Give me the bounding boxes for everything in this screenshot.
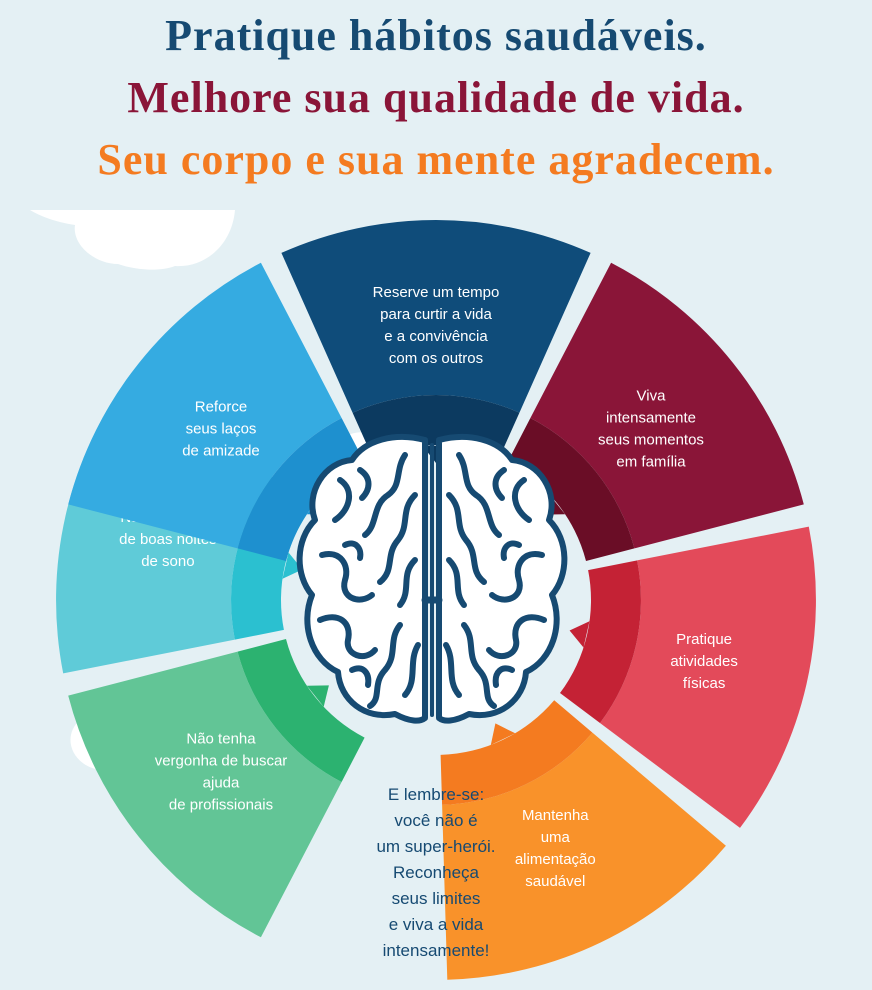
segment-label-line: físicas [683,675,726,692]
segment-outer-panel [442,732,726,980]
segment-pointer [569,621,590,648]
segment-label-line: uma [541,829,571,846]
segment-label-line: e a convivência [384,328,488,345]
segment-label-line: Viva [637,388,667,405]
brain-icon [296,434,568,724]
segment-label-line: seus momentos [598,432,704,449]
reminder-line: seus limites [392,889,481,908]
segment-label: Pratique atividades físicas [670,631,738,692]
segment-label-line: Reforce [195,399,248,416]
segment-label: Reserve um tempo para curtir a vida e a co… [373,284,500,367]
reminder-message: E lembre-se: você não é um super-herói. Rec… [376,785,495,960]
segment-label-line: saudável [525,873,585,890]
reminder-line: intensamente! [383,941,490,960]
segment-label-line: intensamente [606,410,696,427]
segment-label-line: em família [616,454,686,471]
reminder-line: E lembre-se: [388,785,484,804]
headline-1: Pratique hábitos saudáveis. [165,11,707,60]
segment-exercise: Pratique atividades físicas [560,526,816,828]
segment-nutrition: Mantenha uma alimentação saudável [440,700,726,980]
reminder-line: e viva a vida [389,915,484,934]
segment-label: Mantenha uma alimentação saudável [515,807,596,890]
segment-outer-panel [281,220,591,413]
segment-inner-band [507,418,635,561]
segment-label-line: Pratique [676,631,732,648]
segment-label-line: atividades [670,653,738,670]
reminder-text: E lembre-se: você não é um super-herói. Rec… [376,785,495,960]
segment-label: Reforce seus laços de amizade [182,399,260,460]
segment-label-line: com os outros [389,350,483,367]
segment-label-line: vergonha de buscar [155,753,288,770]
segment-label-line: Reserve um tempo [373,284,500,301]
segment-inner-band [560,560,641,723]
segment-professional-help: Não tenha vergonha de buscar ajuda de profi… [68,639,365,938]
headline-3: Seu corpo e sua mente agradecem. [97,135,775,184]
segment-pointer [282,552,303,579]
segment-label-line: seus laços [186,421,257,438]
segment-outer-panel [68,262,342,549]
segment-family: Viva intensamente seus momentos em família [507,262,804,561]
segment-pointer [306,685,329,707]
reminder-line: Reconheça [393,863,480,882]
segment-inner-band [237,639,365,782]
segment-outer-panel [530,262,804,549]
segment-label-line: Mantenha [522,807,589,824]
segment-label-line: para curtir a vida [380,306,492,323]
segment-outer-panel [68,651,342,938]
segment-label: Viva intensamente seus momentos em família [598,388,704,471]
segment-inner-band [440,700,593,805]
segment-label-line: de profissionais [169,797,273,814]
segment-inner-band [237,418,365,561]
segment-label: Não tenha vergonha de buscar ajuda de profi… [155,731,288,814]
segment-friendship: Reforce seus laços de amizade [68,262,365,561]
segment-pointer [490,723,516,745]
segment-label-line: de amizade [182,443,260,460]
segment-outer-panel [600,526,816,828]
reminder-line: você não é [394,811,477,830]
headline-2: Melhore sua qualidade de vida. [127,73,745,122]
segment-label-line: ajuda [203,775,240,792]
segment-label-line: Não tenha [186,731,256,748]
segment-label-line: de sono [141,553,194,570]
segment-label-line: alimentação [515,851,596,868]
reminder-line: um super-herói. [376,837,495,856]
segments-group: Reserve um tempo para curtir a vida e a co… [56,220,816,980]
cloud-top-left [30,210,235,270]
